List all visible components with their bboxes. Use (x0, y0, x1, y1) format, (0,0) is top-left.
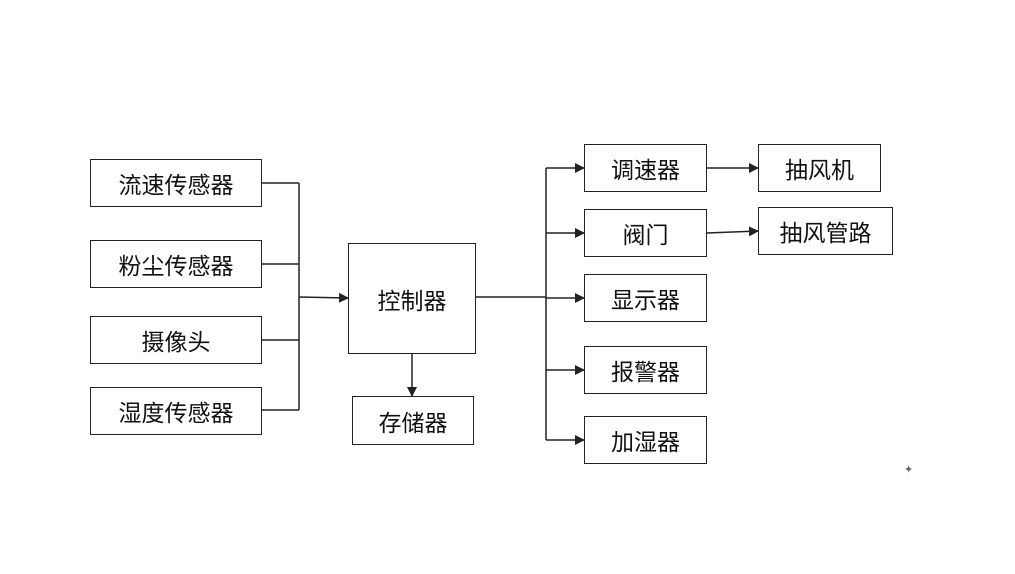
exhaust-fan-box: 抽风机 (758, 144, 881, 192)
controller-box: 控制器 (348, 243, 476, 354)
valve-box: 阀门 (584, 209, 707, 257)
flow-sensor-box: 流速传感器 (90, 159, 262, 207)
display-box: 显示器 (584, 274, 707, 322)
humidity-sensor-box: 湿度传感器 (90, 387, 262, 435)
stray-plus-mark: ✦ (904, 463, 914, 476)
edge-valve-to-exhaust-duct (706, 226, 759, 237)
edge-bus-to-controller (298, 292, 349, 303)
dust-sensor-box: 粉尘传感器 (90, 240, 262, 288)
speed-regulator-box: 调速器 (584, 144, 707, 192)
storage-box: 存储器 (352, 396, 474, 445)
humidifier-box: 加湿器 (584, 416, 707, 464)
camera-box: 摄像头 (90, 316, 262, 364)
alarm-box: 报警器 (584, 346, 707, 394)
exhaust-duct-box: 抽风管路 (758, 207, 893, 255)
